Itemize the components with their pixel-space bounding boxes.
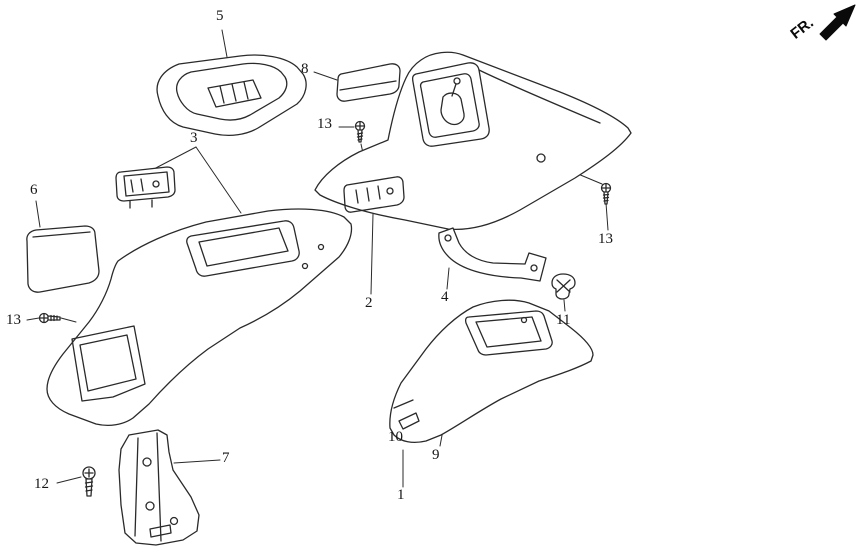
part-small-lid	[336, 63, 401, 102]
callout-7: 7	[222, 450, 230, 466]
part-front-console	[314, 51, 632, 230]
callout-3: 3	[190, 130, 198, 146]
part-screw-13-left	[38, 312, 61, 324]
part-center-console-body	[46, 208, 353, 426]
part-upper-cover	[156, 54, 307, 136]
part-rear-console	[389, 299, 594, 443]
part-screw-13-right	[600, 182, 612, 205]
callout-13-left: 13	[6, 312, 21, 328]
callout-13-right: 13	[598, 231, 613, 247]
leader-lines	[26, 29, 609, 488]
callout-5: 5	[216, 8, 224, 24]
callout-10: 10	[388, 429, 403, 445]
part-pocket-lid	[26, 225, 100, 293]
part-clip	[551, 273, 576, 300]
callout-11: 11	[556, 312, 571, 328]
part-mounting-bracket	[118, 429, 200, 546]
callout-2: 2	[365, 295, 373, 311]
callout-6: 6	[30, 182, 38, 198]
callout-1: 1	[397, 487, 405, 503]
callout-8: 8	[301, 61, 309, 77]
callout-9: 9	[432, 447, 440, 463]
part-support-bracket	[438, 227, 547, 282]
part-screw-12	[82, 466, 96, 497]
fr-direction-arrow-icon	[819, 4, 856, 41]
callout-4: 4	[441, 289, 449, 305]
callout-13-top: 13	[317, 116, 332, 132]
part-switch-plate	[115, 166, 176, 209]
callout-12: 12	[34, 476, 49, 492]
part-screw-13-top	[354, 120, 366, 143]
